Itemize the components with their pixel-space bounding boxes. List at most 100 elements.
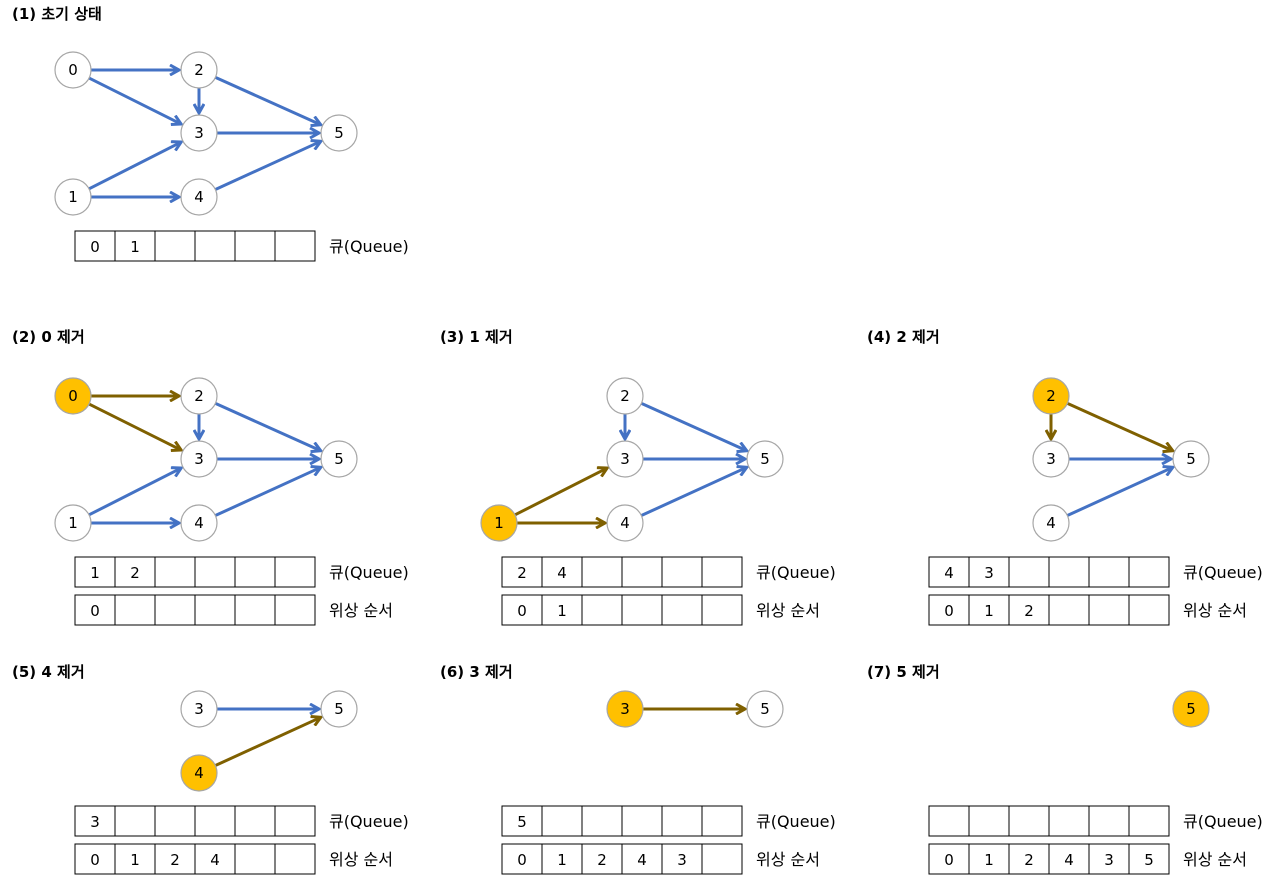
node-2: 2 bbox=[180, 51, 218, 89]
queue-array-value: 1 bbox=[90, 564, 100, 582]
topological-order-array-value: 4 bbox=[637, 851, 647, 869]
topological-order-array-cell bbox=[621, 843, 663, 875]
topological-order-array-cell bbox=[1008, 594, 1050, 626]
step-title: (4) 2 제거 bbox=[867, 328, 940, 346]
queue-array-label: 큐(Queue) bbox=[329, 237, 409, 256]
edge-1-3 bbox=[514, 468, 607, 517]
node-5: 5 bbox=[320, 440, 358, 478]
node-label: 2 bbox=[194, 387, 204, 405]
topological-order-array-cell bbox=[541, 594, 583, 626]
topological-order-array-value: 5 bbox=[1144, 851, 1154, 869]
queue-array-label: 큐(Queue) bbox=[329, 812, 409, 831]
queue-array-cell bbox=[581, 805, 623, 837]
topological-order-array-value: 0 bbox=[90, 851, 100, 869]
node-circle bbox=[1032, 377, 1070, 415]
node-3: 3 bbox=[180, 690, 218, 728]
topological-order-array-value: 2 bbox=[170, 851, 180, 869]
topological-order-array-label: 위상 순서 bbox=[756, 601, 820, 620]
topological-order-array-cell bbox=[928, 594, 970, 626]
node-circle bbox=[54, 504, 92, 542]
queue-array-cell bbox=[1128, 556, 1170, 588]
topological-order-array-cell bbox=[1008, 843, 1050, 875]
node-circle bbox=[54, 51, 92, 89]
queue-array-cell bbox=[1088, 805, 1130, 837]
node-3: 3 bbox=[606, 440, 644, 478]
topological-order-array-cell bbox=[1088, 843, 1130, 875]
topological-order-array-value: 2 bbox=[1024, 851, 1034, 869]
node-label: 5 bbox=[1186, 700, 1196, 718]
node-circle bbox=[54, 377, 92, 415]
node-label: 2 bbox=[620, 387, 630, 405]
queue-array-cell bbox=[661, 556, 703, 588]
edge-2-5 bbox=[214, 76, 320, 124]
edge-4-5 bbox=[1066, 467, 1172, 517]
node-0: 0 bbox=[54, 51, 92, 89]
node-circle bbox=[480, 504, 518, 542]
queue-array-cell bbox=[114, 556, 156, 588]
node-4: 4 bbox=[606, 504, 644, 542]
topological-order-array-cell bbox=[661, 843, 703, 875]
node-circle bbox=[320, 440, 358, 478]
node-label: 3 bbox=[194, 124, 204, 142]
node-label: 5 bbox=[334, 700, 344, 718]
queue-array-cell bbox=[501, 805, 543, 837]
node-label: 3 bbox=[1046, 450, 1056, 468]
queue-array-cell bbox=[194, 805, 236, 837]
queue-array-cell bbox=[274, 230, 316, 262]
step-title: (7) 5 제거 bbox=[867, 663, 940, 681]
node-label: 4 bbox=[1046, 514, 1056, 532]
queue-array-cell bbox=[1008, 556, 1050, 588]
edge-4-5 bbox=[214, 717, 320, 767]
node-3: 3 bbox=[606, 690, 644, 728]
queue-array-cell bbox=[154, 556, 196, 588]
node-1: 1 bbox=[480, 504, 518, 542]
edge-2-5 bbox=[640, 402, 746, 450]
queue-array-cell bbox=[194, 556, 236, 588]
topological-order-array-value: 0 bbox=[944, 602, 954, 620]
node-4: 4 bbox=[1032, 504, 1070, 542]
topological-order-array-cell bbox=[621, 594, 663, 626]
node-circle bbox=[180, 51, 218, 89]
node-circle bbox=[180, 440, 218, 478]
node-4: 4 bbox=[180, 178, 218, 216]
node-circle bbox=[54, 178, 92, 216]
topological-order-array-cell bbox=[114, 594, 156, 626]
edge-0-3 bbox=[88, 402, 181, 450]
queue-array-value: 0 bbox=[90, 238, 100, 256]
topological-order-array-value: 0 bbox=[944, 851, 954, 869]
queue-array-value: 3 bbox=[984, 564, 994, 582]
node-4: 4 bbox=[180, 754, 218, 792]
queue-array-label: 큐(Queue) bbox=[329, 563, 409, 582]
node-1: 1 bbox=[54, 178, 92, 216]
topological-order-array-label: 위상 순서 bbox=[1183, 601, 1247, 620]
queue-array-cell bbox=[74, 805, 116, 837]
topological-order-array-value: 1 bbox=[984, 602, 994, 620]
node-label: 1 bbox=[68, 514, 78, 532]
queue-array-cell bbox=[274, 805, 316, 837]
queue-array-cell bbox=[968, 556, 1010, 588]
node-label: 5 bbox=[334, 124, 344, 142]
queue-array-label: 큐(Queue) bbox=[756, 812, 836, 831]
queue-array-cell bbox=[661, 805, 703, 837]
queue-array-cell bbox=[1048, 556, 1090, 588]
topological-order-array-value: 4 bbox=[1064, 851, 1074, 869]
queue-array-cell bbox=[501, 556, 543, 588]
queue-array-label: 큐(Queue) bbox=[756, 563, 836, 582]
queue-array-cell bbox=[194, 230, 236, 262]
edge-1-3 bbox=[88, 142, 181, 191]
node-2: 2 bbox=[180, 377, 218, 415]
queue-array-cell bbox=[701, 805, 743, 837]
node-circle bbox=[606, 504, 644, 542]
